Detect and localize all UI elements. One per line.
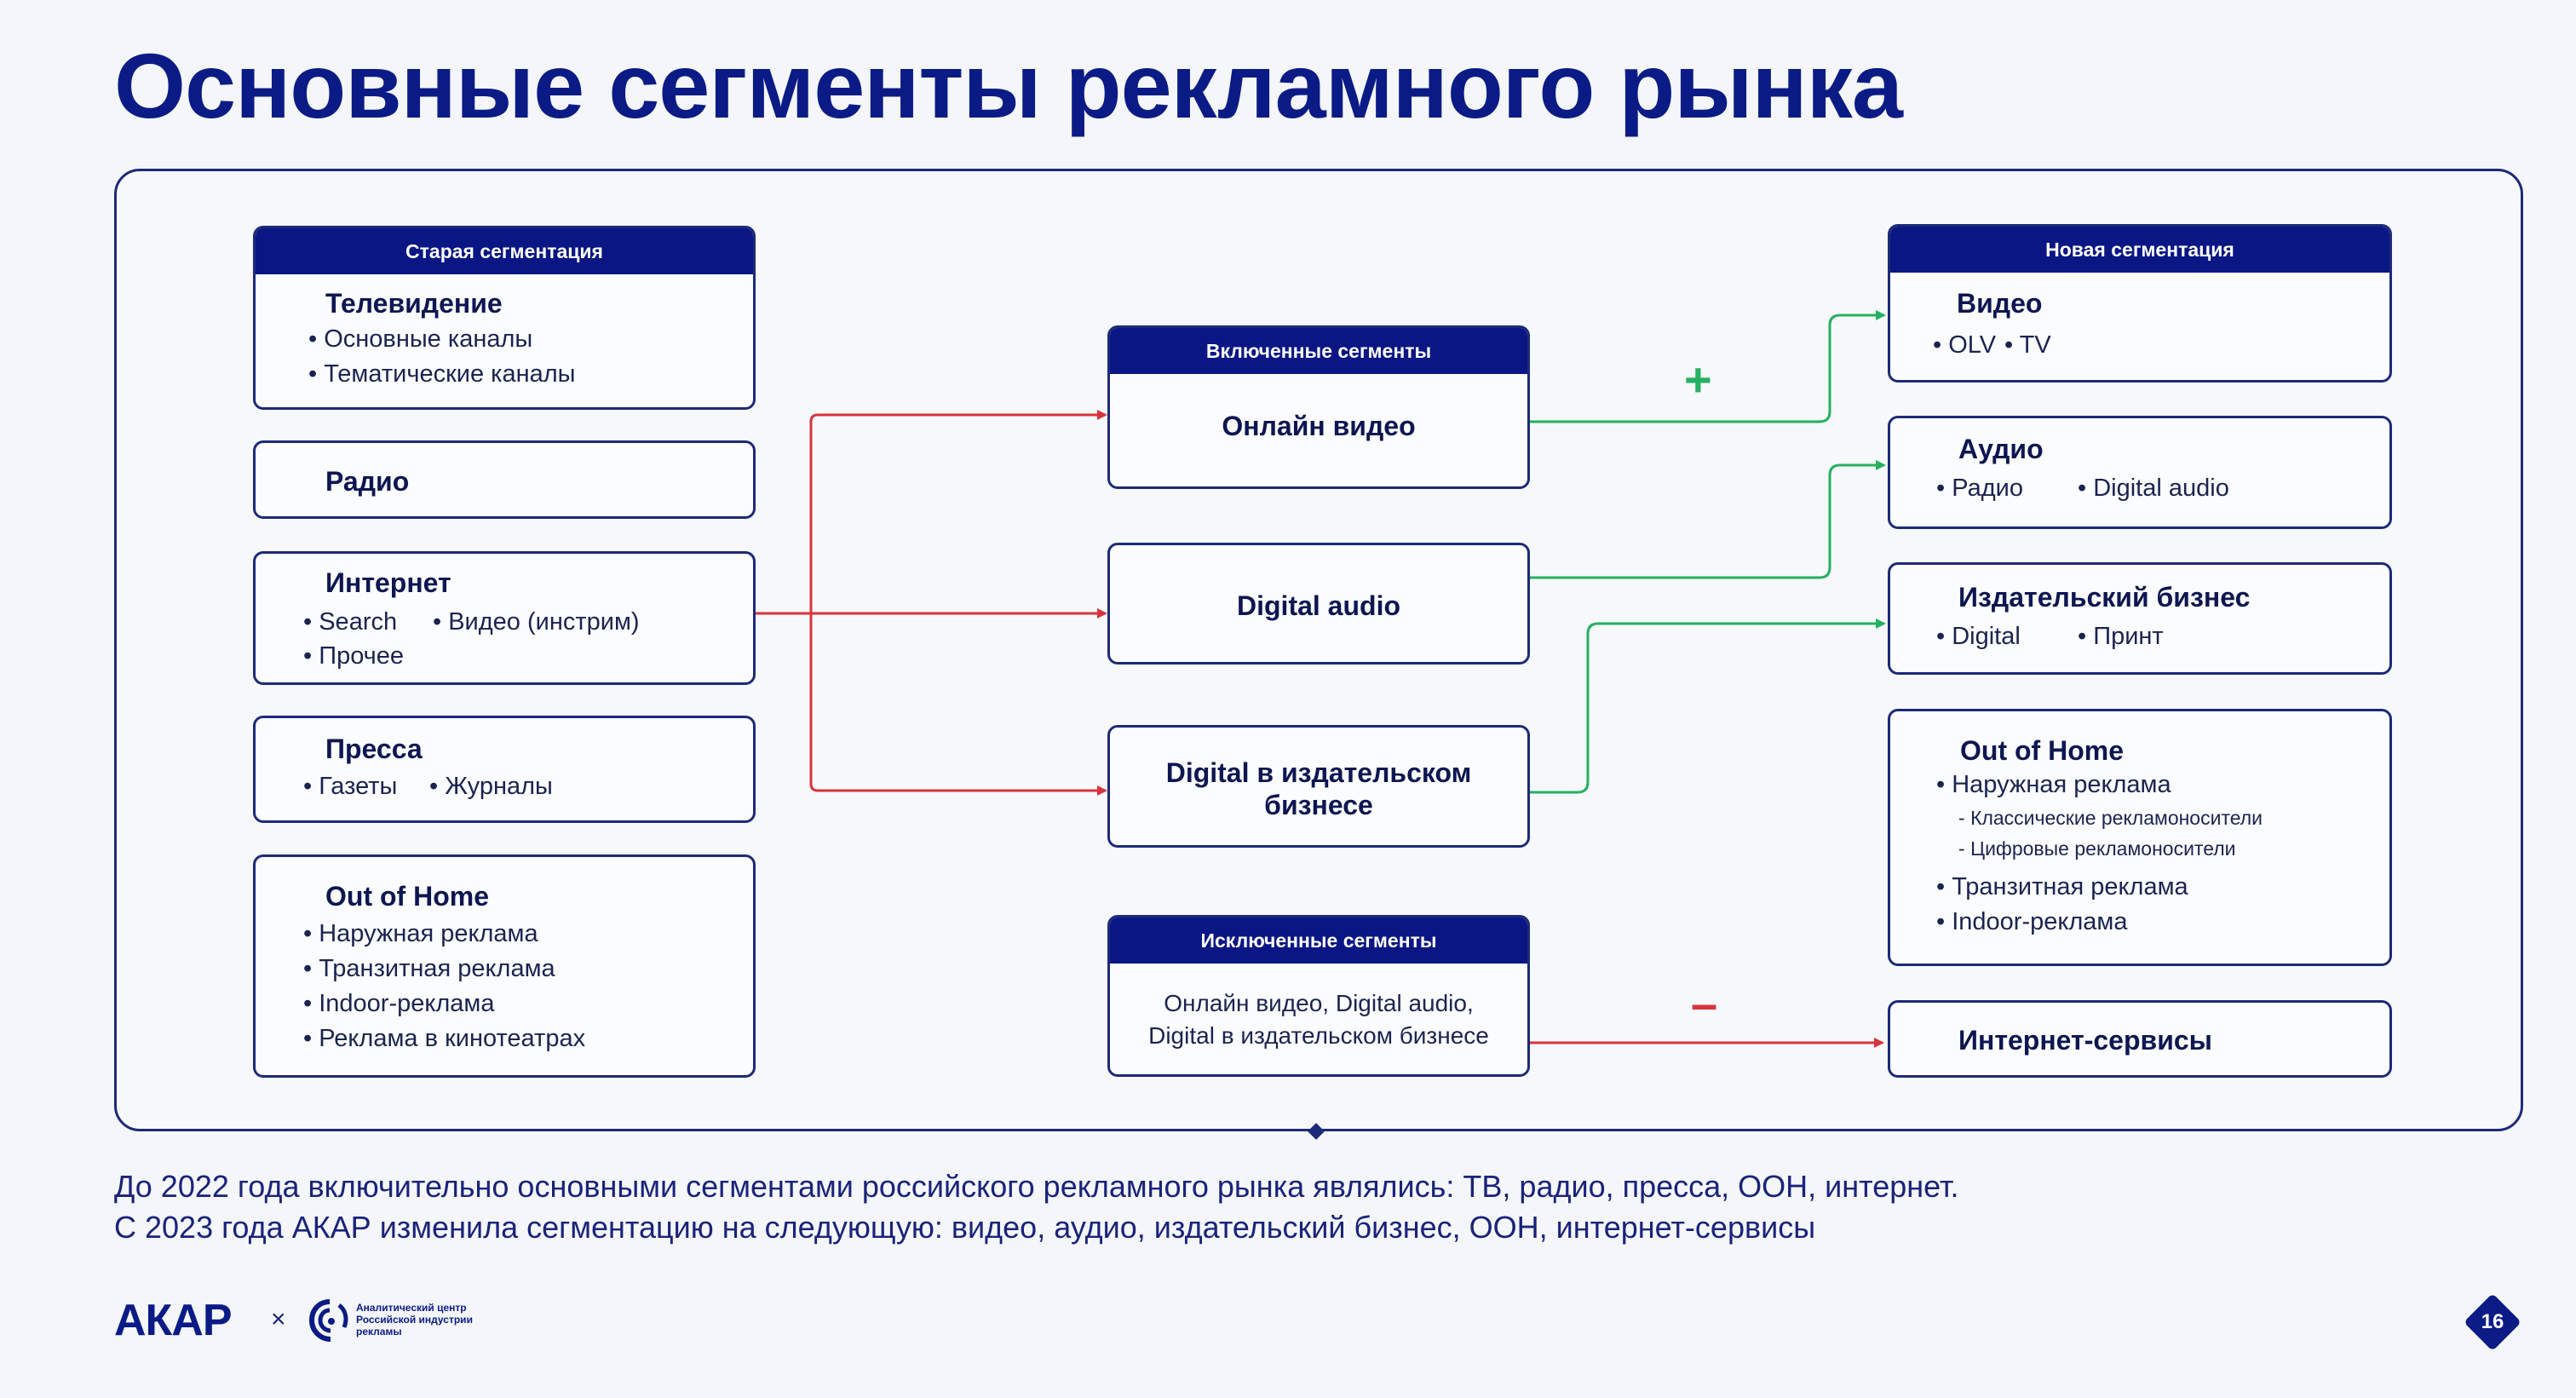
new-ooh-subitem: Классические рекламоносители bbox=[1958, 807, 2263, 830]
new-publishing-item: Принт bbox=[2078, 623, 2163, 651]
old-internet-item: Видео (инстрим) bbox=[433, 608, 639, 636]
old-radio-box: Радио bbox=[253, 440, 756, 519]
old-internet-item: Прочее bbox=[303, 642, 404, 670]
page-number: 16 bbox=[2481, 1310, 2504, 1333]
old-radio-title: Радио bbox=[325, 466, 410, 497]
old-internet-title: Интернет bbox=[325, 567, 451, 598]
old-internet-item: Search bbox=[303, 608, 397, 636]
old-ooh-item: Транзитная реклама bbox=[303, 955, 555, 983]
included-digital-publishing-box: Digital в издательском бизнесе bbox=[1107, 725, 1530, 848]
old-segmentation-header: Старая сегментация bbox=[256, 228, 753, 274]
included-online-video-label: Онлайн видео bbox=[1222, 411, 1416, 441]
old-tv-box: Старая сегментация Телевидение Основные … bbox=[253, 226, 756, 410]
page-number-badge: 16 bbox=[2462, 1292, 2523, 1353]
arrow-online-video-to-video bbox=[1530, 310, 1886, 423]
included-digital-audio-label: Digital audio bbox=[1237, 590, 1400, 621]
new-video-box: Новая сегментация Видео OLV TV bbox=[1888, 224, 2392, 383]
old-press-box: Пресса Газеты Журналы bbox=[253, 716, 756, 823]
new-ooh-item: Наружная реклама bbox=[1936, 771, 2171, 799]
logo-separator: × bbox=[271, 1305, 286, 1333]
new-segmentation-header: Новая сегментация bbox=[1890, 227, 2389, 273]
included-digital-audio-box: Digital audio bbox=[1107, 543, 1530, 664]
analytics-center-logo: Аналитический центр Российской индустрии… bbox=[308, 1298, 504, 1349]
excluded-line-1: Онлайн видео, Digital audio, bbox=[1164, 990, 1474, 1016]
new-ooh-item: Indoor-реклама bbox=[1936, 908, 2127, 936]
old-ooh-item: Реклама в кинотеатрах bbox=[303, 1025, 585, 1053]
new-video-item: OLV bbox=[1933, 331, 1996, 360]
old-ooh-item: Indoor-реклама bbox=[303, 990, 494, 1018]
old-tv-item: Основные каналы bbox=[308, 325, 532, 354]
new-audio-item: Радио bbox=[1936, 475, 2023, 503]
minus-sign: – bbox=[1691, 976, 1718, 1030]
swirl-logo-icon bbox=[308, 1299, 348, 1342]
page-title: Основные сегменты рекламного рынка bbox=[114, 34, 1903, 137]
arrow-digital-publishing-to-publishing bbox=[1530, 618, 1886, 794]
analytics-center-logo-text: Аналитический центр Российской индустрии… bbox=[356, 1302, 473, 1338]
old-ooh-title: Out of Home bbox=[325, 881, 489, 912]
new-internet-services-title: Интернет-сервисы bbox=[1958, 1025, 2212, 1056]
arrow-internet-to-digital-publishing bbox=[809, 613, 1107, 796]
old-tv-title: Телевидение bbox=[325, 288, 503, 319]
new-ooh-box: Out of Home Наружная реклама Классически… bbox=[1888, 709, 2392, 966]
old-ooh-item: Наружная реклама bbox=[303, 920, 538, 948]
old-internet-box: Интернет Search Видео (инстрим) Прочее bbox=[253, 551, 756, 685]
arrow-internet-to-online-video bbox=[755, 410, 1107, 615]
new-publishing-title: Издательский бизнес bbox=[1958, 582, 2251, 613]
arrow-digital-audio-to-audio bbox=[1530, 460, 1886, 579]
footer-line-2: С 2023 года АКАР изменила сегментацию на… bbox=[114, 1210, 1816, 1245]
new-video-title: Видео bbox=[1957, 288, 2043, 319]
excluded-line-2: Digital в издательском бизнесе bbox=[1148, 1022, 1489, 1049]
old-tv-item: Тематические каналы bbox=[308, 360, 575, 388]
old-press-item: Газеты bbox=[303, 773, 397, 801]
new-publishing-box: Издательский бизнес Digital Принт bbox=[1888, 562, 2392, 675]
plus-sign: + bbox=[1684, 353, 1712, 406]
new-publishing-item: Digital bbox=[1936, 623, 2021, 651]
footer-line-1: До 2022 года включительно основными сегм… bbox=[114, 1169, 1959, 1204]
diamond-badge-icon bbox=[2465, 1295, 2520, 1349]
new-ooh-title: Out of Home bbox=[1960, 735, 2124, 766]
excluded-segments-header: Исключенные сегменты bbox=[1110, 918, 1527, 964]
new-ooh-item: Транзитная реклама bbox=[1936, 873, 2188, 901]
new-audio-item: Digital audio bbox=[2078, 475, 2229, 503]
included-online-video-box: Включенные сегменты Онлайн видео bbox=[1107, 325, 1530, 489]
excluded-segments-box: Исключенные сегменты Онлайн видео, Digit… bbox=[1107, 915, 1530, 1077]
old-press-item: Журналы bbox=[429, 773, 553, 801]
akar-logo: АКАР bbox=[114, 1296, 233, 1345]
new-ooh-subitem: Цифровые рекламоносители bbox=[1958, 837, 2235, 860]
old-press-title: Пресса bbox=[325, 734, 423, 764]
new-audio-title: Аудио bbox=[1958, 434, 2044, 464]
included-digital-publishing-label: Digital в издательском бизнесе bbox=[1165, 757, 1472, 820]
included-segments-header: Включенные сегменты bbox=[1110, 328, 1527, 374]
new-internet-services-box: Интернет-сервисы bbox=[1888, 1000, 2392, 1078]
new-video-item: TV bbox=[2004, 331, 2051, 360]
old-ooh-box: Out of Home Наружная реклама Транзитная … bbox=[253, 854, 756, 1078]
new-audio-box: Аудио Радио Digital audio bbox=[1888, 416, 2392, 529]
